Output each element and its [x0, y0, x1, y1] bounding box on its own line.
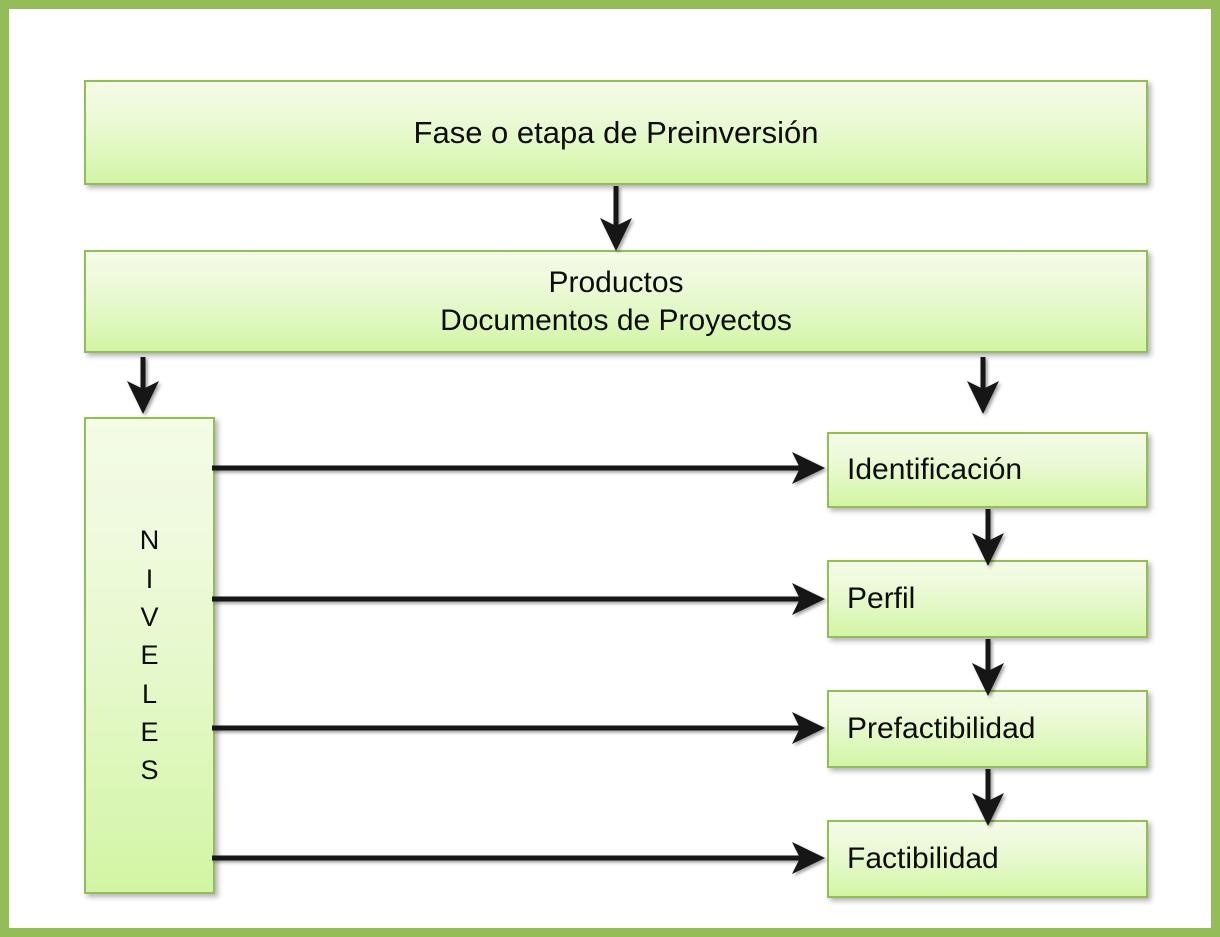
- node-factibilidad-label: Factibilidad: [847, 842, 999, 875]
- node-factibilidad: Factibilidad: [827, 820, 1148, 898]
- node-productos-label-line1: Productos: [548, 266, 684, 299]
- niveles-letter-l: L: [141, 678, 158, 709]
- node-productos-label-line2: Documentos de Proyectos: [440, 303, 792, 337]
- niveles-letter-e2: E: [140, 716, 159, 747]
- node-prefactibilidad-label: Prefactibilidad: [847, 712, 1036, 745]
- node-prefactibilidad: Prefactibilidad: [827, 690, 1148, 768]
- node-perfil-label: Perfil: [847, 582, 916, 615]
- node-identificacion: Identificación: [827, 432, 1148, 508]
- niveles-letter-s: S: [140, 755, 159, 786]
- node-identificacion-label: Identificación: [847, 453, 1023, 486]
- niveles-letter-n: N: [139, 525, 160, 556]
- node-niveles: N I V E L E S: [84, 417, 215, 894]
- node-fase-preinversion-label: Fase o etapa de Preinversión: [413, 114, 819, 150]
- niveles-letter-i: I: [145, 563, 154, 594]
- node-productos-documentos: Productos Documentos de Proyectos: [84, 250, 1148, 353]
- node-perfil: Perfil: [827, 560, 1148, 638]
- niveles-letter-e1: E: [140, 640, 159, 671]
- node-fase-preinversion: Fase o etapa de Preinversión: [84, 80, 1148, 185]
- niveles-letter-v: V: [140, 602, 159, 632]
